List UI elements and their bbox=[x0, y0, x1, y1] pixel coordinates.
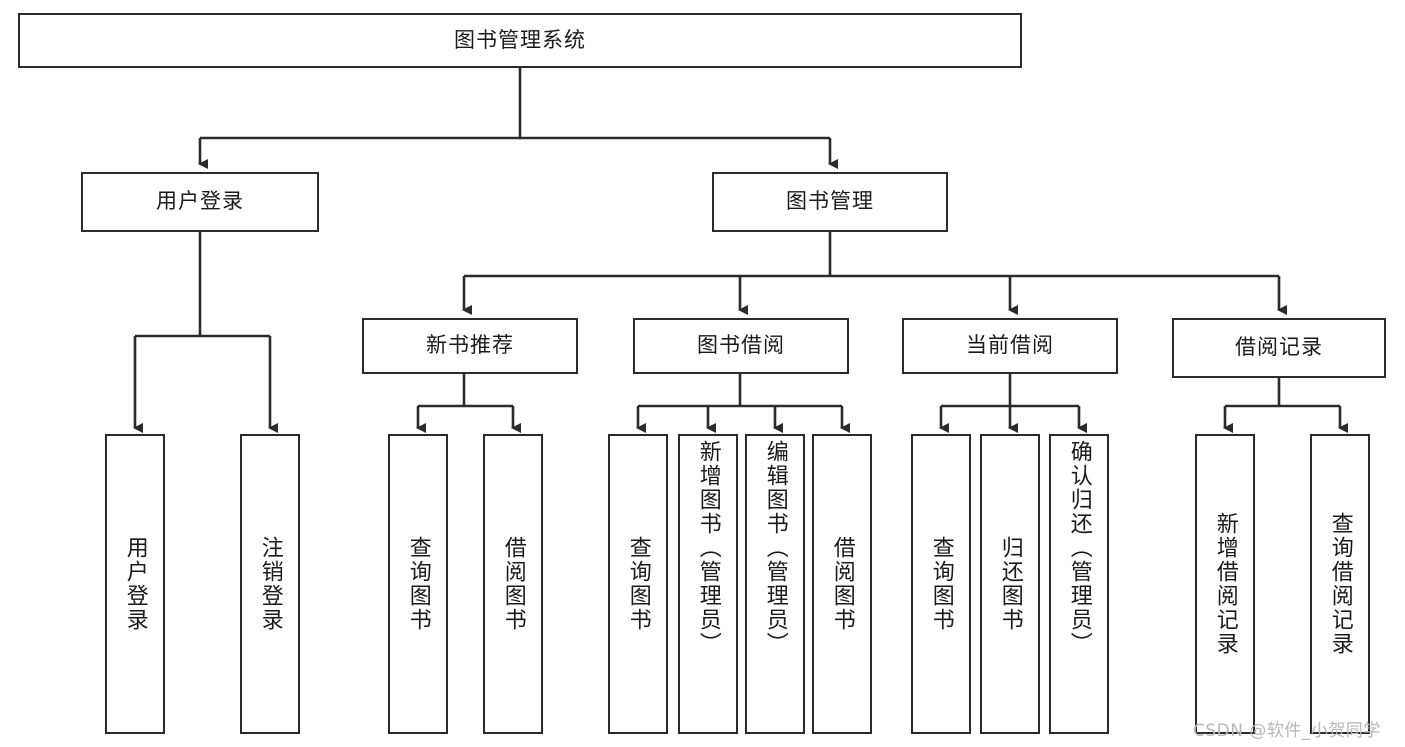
leaf-query-book-current[interactable]: 查询图书 bbox=[911, 434, 971, 734]
node-root-system[interactable]: 图书管理系统 bbox=[18, 13, 1022, 68]
leaf-user-login[interactable]: 用户登录 bbox=[105, 434, 165, 734]
node-book-borrow[interactable]: 图书借阅 bbox=[633, 318, 849, 374]
leaf-confirm-return-admin[interactable]: 确认归还（管理员） bbox=[1049, 434, 1109, 734]
node-label: 编辑图书（管理员） bbox=[762, 440, 788, 656]
node-label: 用户登录 bbox=[122, 536, 148, 632]
node-label: 当前借阅 bbox=[966, 333, 1054, 358]
leaf-return-book[interactable]: 归还图书 bbox=[980, 434, 1040, 734]
node-label: 确认归还（管理员） bbox=[1066, 440, 1092, 656]
node-user-login[interactable]: 用户登录 bbox=[81, 172, 319, 232]
node-label: 用户登录 bbox=[156, 189, 244, 214]
node-label: 新增图书（管理员） bbox=[695, 440, 721, 656]
leaf-query-book-borrow[interactable]: 查询图书 bbox=[608, 434, 668, 734]
node-label: 图书借阅 bbox=[697, 333, 785, 358]
csdn-watermark: CSDN @软件_小贺同学 bbox=[1193, 721, 1381, 741]
leaf-borrow-book[interactable]: 借阅图书 bbox=[812, 434, 872, 734]
node-label: 借阅图书 bbox=[829, 536, 855, 632]
node-book-management[interactable]: 图书管理 bbox=[712, 172, 948, 232]
node-label: 图书管理 bbox=[786, 189, 874, 214]
leaf-query-book-recommend[interactable]: 查询图书 bbox=[388, 434, 448, 734]
node-label: 图书管理系统 bbox=[454, 27, 586, 52]
node-label: 归还图书 bbox=[997, 536, 1023, 632]
node-label: 查询图书 bbox=[928, 536, 954, 632]
node-borrow-record[interactable]: 借阅记录 bbox=[1172, 318, 1386, 378]
leaf-borrow-book-recommend[interactable]: 借阅图书 bbox=[483, 434, 543, 734]
node-label: 新书推荐 bbox=[426, 333, 514, 358]
leaf-add-borrow-record[interactable]: 新增借阅记录 bbox=[1195, 434, 1255, 734]
node-label: 查询图书 bbox=[625, 536, 651, 632]
node-label: 查询借阅记录 bbox=[1327, 512, 1353, 656]
node-label: 借阅记录 bbox=[1235, 335, 1323, 360]
node-label: 查询图书 bbox=[405, 536, 431, 632]
node-label: 新增借阅记录 bbox=[1212, 512, 1238, 656]
node-label: 借阅图书 bbox=[500, 536, 526, 632]
node-label: 注销登录 bbox=[257, 536, 283, 632]
leaf-query-borrow-record[interactable]: 查询借阅记录 bbox=[1310, 434, 1370, 734]
leaf-edit-book-admin[interactable]: 编辑图书（管理员） bbox=[745, 434, 805, 734]
node-current-borrow[interactable]: 当前借阅 bbox=[902, 318, 1118, 374]
leaf-add-book-admin[interactable]: 新增图书（管理员） bbox=[678, 434, 738, 734]
node-new-book-recommend[interactable]: 新书推荐 bbox=[362, 318, 578, 374]
leaf-logout[interactable]: 注销登录 bbox=[240, 434, 300, 734]
